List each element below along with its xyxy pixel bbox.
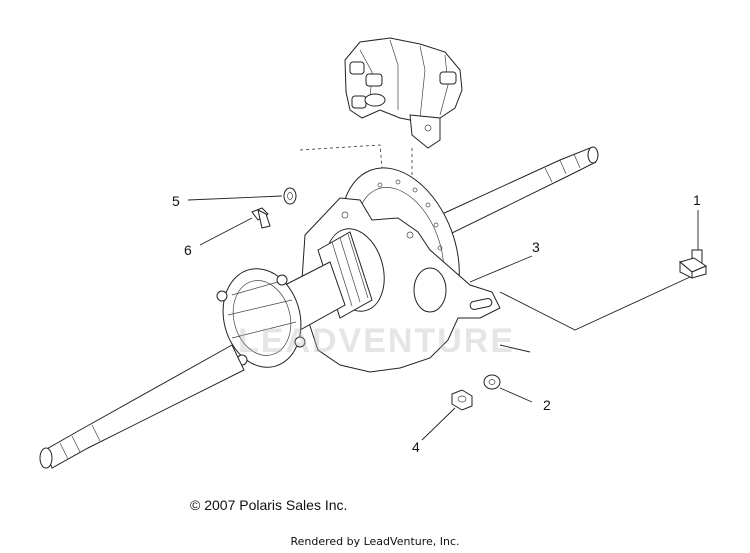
washer-2 xyxy=(483,374,501,390)
rendered-by-text: Rendered by LeadVenture, Inc. xyxy=(290,535,460,548)
leader-lines xyxy=(187,195,699,441)
nut-4 xyxy=(451,389,473,411)
callout-6: 6 xyxy=(184,242,192,258)
bolt-6 xyxy=(251,207,271,229)
axle-shaft-upper xyxy=(439,146,599,236)
washer-5 xyxy=(283,187,297,205)
watermark: LEADVENTURE xyxy=(238,322,516,360)
callout-1: 1 xyxy=(693,192,701,208)
callout-4: 4 xyxy=(412,439,420,455)
callout-3: 3 xyxy=(532,239,540,255)
brake-caliper xyxy=(344,37,463,149)
bolt-1 xyxy=(678,249,708,279)
cv-joint xyxy=(216,228,385,368)
callout-2: 2 xyxy=(543,397,551,413)
copyright-text: © 2007 Polaris Sales Inc. xyxy=(190,497,348,513)
callout-5: 5 xyxy=(172,193,180,209)
axle-shaft-lower xyxy=(39,344,245,469)
